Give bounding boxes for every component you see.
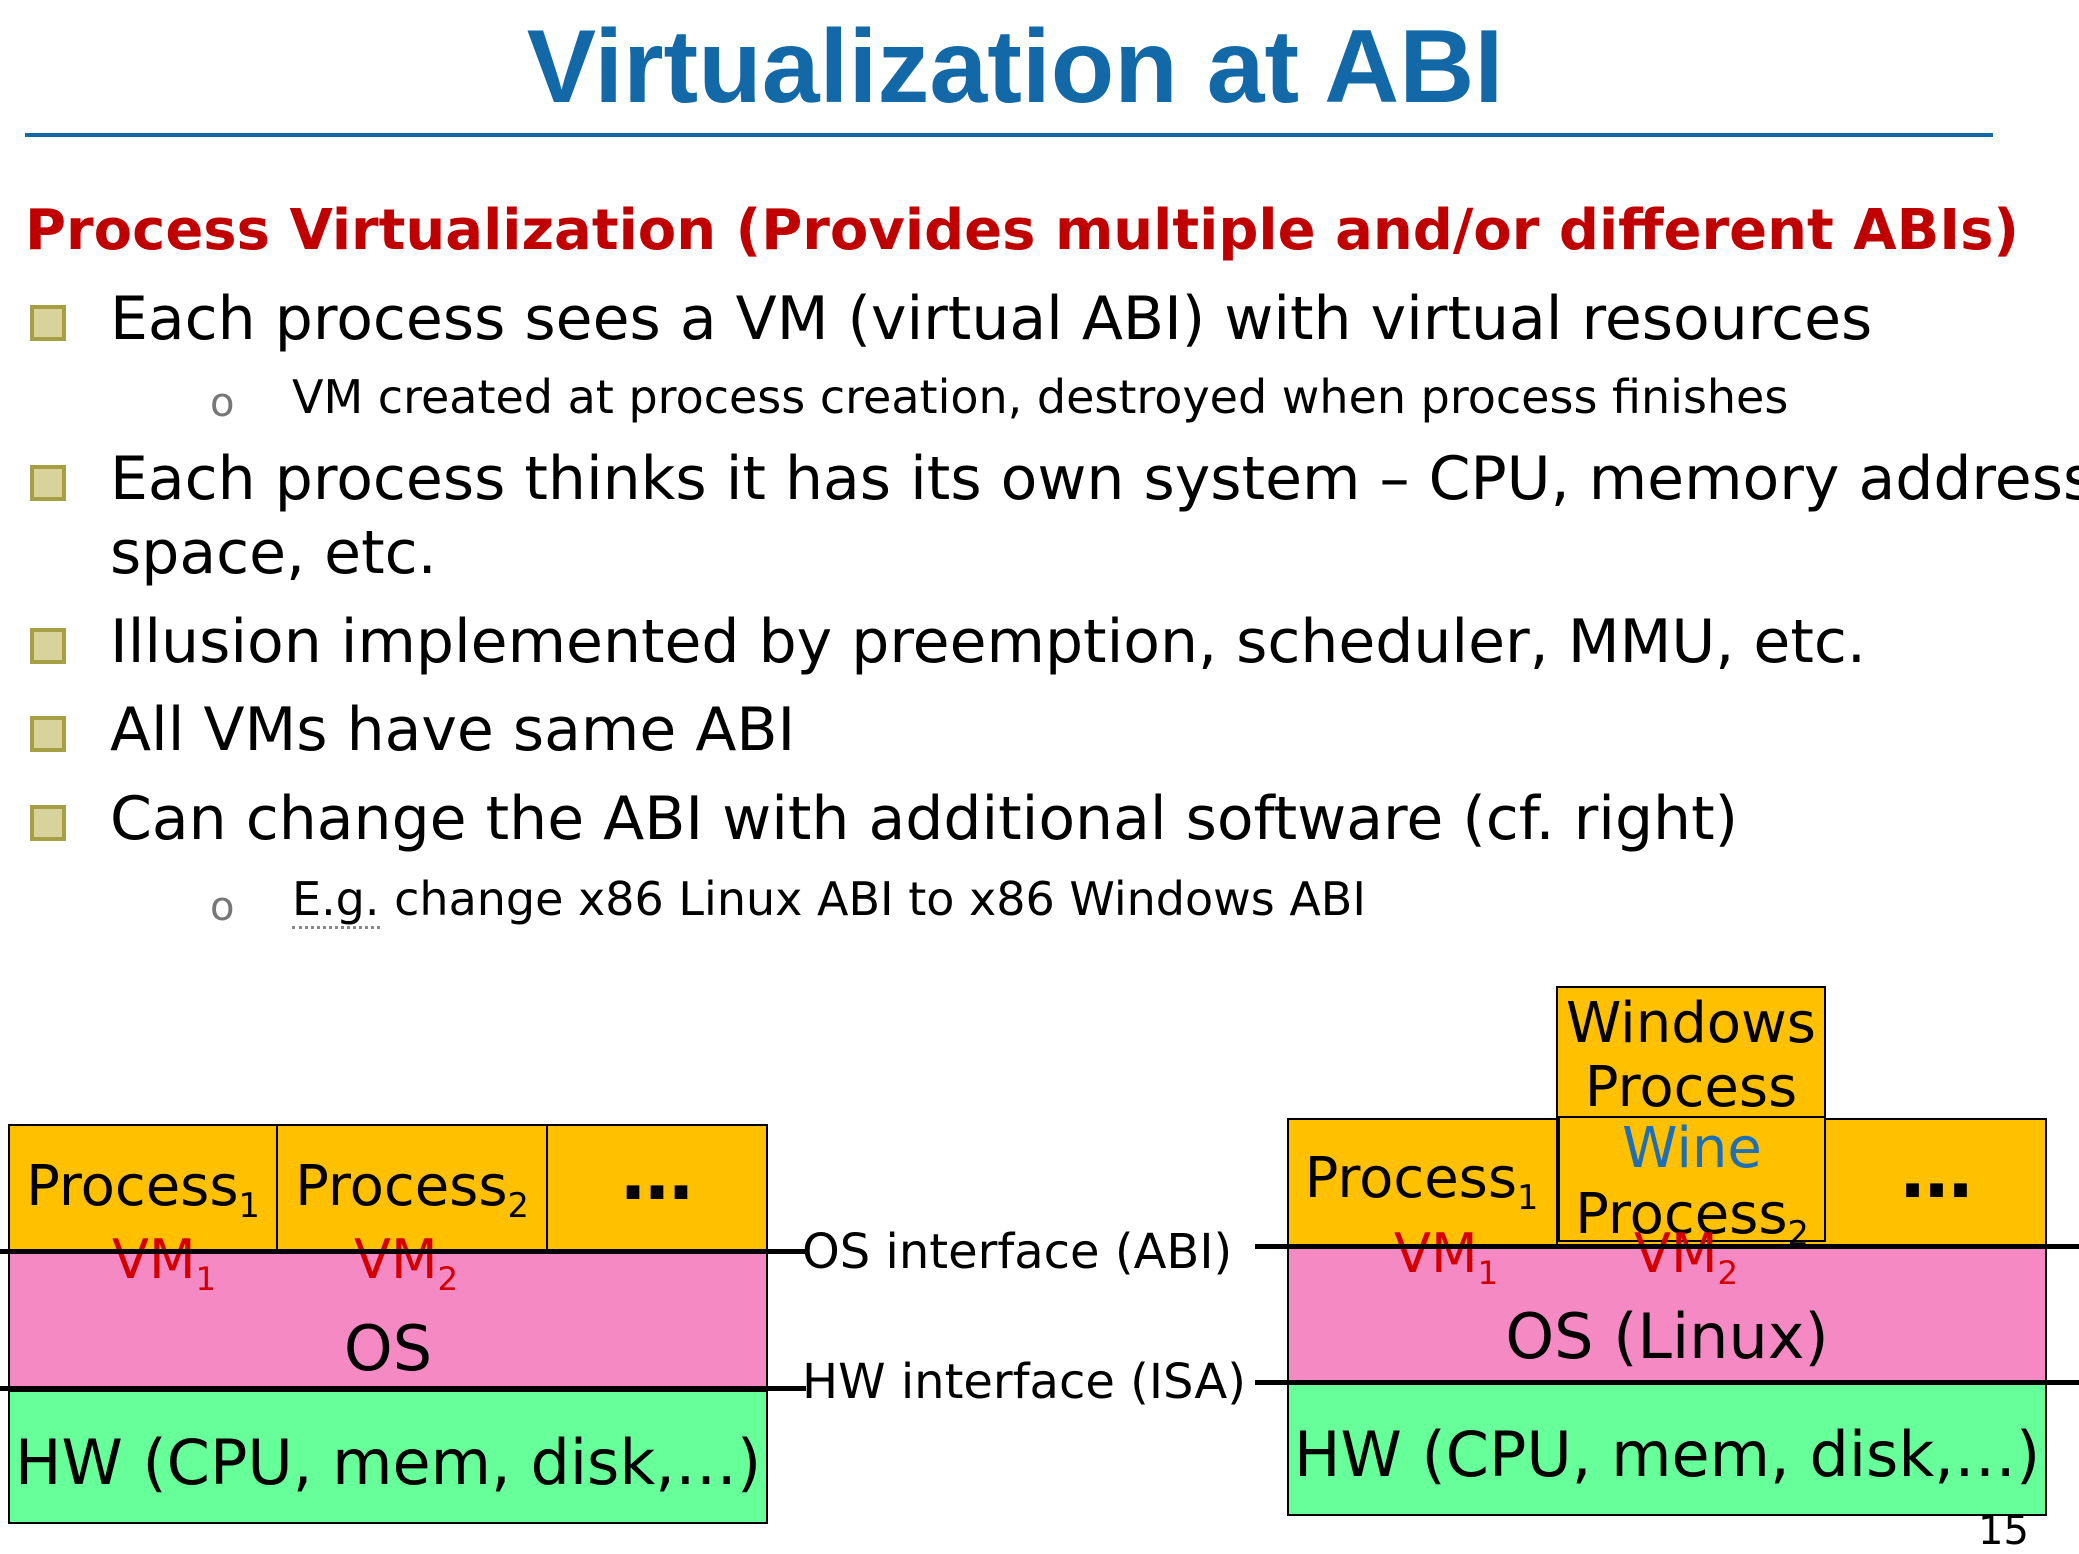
windows-process-box: Windows Process [1556, 986, 1826, 1120]
right-vm1-text: VM [1394, 1222, 1478, 1285]
left-process2-subscript: 2 [507, 1186, 529, 1226]
bullet-square-icon [30, 716, 66, 752]
left-process1-label: Process [26, 1154, 239, 1219]
sub-bullet-circle-icon: o [210, 884, 235, 930]
slide-title: Virtualization at ABI [526, 9, 1504, 125]
right-os-box: OS (Linux) [1287, 1246, 2047, 1384]
windows-process-line2: Process [1584, 1055, 1798, 1120]
title-underline [25, 133, 1993, 137]
left-process2-label: Process [295, 1154, 508, 1219]
bullet-text-1: Each process sees a VM (virtual ABI) wit… [110, 284, 1873, 354]
right-vm1-subscript: 1 [1477, 1253, 1499, 1292]
left-process1-subscript: 1 [238, 1186, 260, 1226]
os-interface-label: OS interface (ABI) [802, 1224, 1233, 1280]
sub-bullet-text-1: VM created at process creation, destroye… [292, 370, 1789, 424]
bullet-square-icon [30, 628, 66, 664]
page-number: 15 [1978, 1508, 2029, 1554]
right-process1-text: Process [1304, 1146, 1518, 1211]
right-process1-subscript: 1 [1517, 1178, 1539, 1218]
windows-process-line1: Windows [1566, 991, 1816, 1056]
bullet-text-2: Each process thinks it has its own syste… [110, 444, 2079, 514]
bullet-square-icon [30, 465, 66, 501]
right-vm2-subscript: 2 [1717, 1253, 1739, 1292]
left-vm2-subscript: 2 [437, 1259, 459, 1298]
bullet-text-2-continued: space, etc. [110, 518, 437, 588]
bullet-square-icon [30, 305, 66, 341]
right-hw-box: HW (CPU, mem, disk,…) [1287, 1382, 2047, 1516]
right-hw-label: HW (CPU, mem, disk,…) [1293, 1418, 2041, 1491]
left-hw-box: HW (CPU, mem, disk,…) [8, 1390, 768, 1524]
right-isa-line [1255, 1380, 2079, 1385]
right-os-label: OS (Linux) [1505, 1300, 1829, 1373]
right-process1-label: Process1 [1287, 1146, 1556, 1217]
sub-bullet-text-2: E.g. change x86 Linux ABI to x86 Windows… [292, 872, 1366, 929]
left-abi-line [0, 1249, 806, 1254]
bullet-text-5: Can change the ABI with additional softw… [110, 784, 1738, 854]
left-process1-box: Process1 [8, 1124, 278, 1254]
wine-process2-box: Wine Process2 [1558, 1116, 1826, 1253]
right-vm2-text: VM [1634, 1222, 1718, 1285]
sub-bullet-circle-icon: o [210, 380, 235, 426]
bullet-text-3: Illusion implemented by preemption, sche… [110, 607, 1866, 677]
left-hw-label: HW (CPU, mem, disk,…) [14, 1426, 762, 1499]
section-heading: Process Virtualization (Provides multipl… [25, 198, 2020, 263]
right-process2-subscript: 2 [1787, 1214, 1809, 1254]
hw-interface-label: HW interface (ISA) [802, 1354, 1246, 1410]
left-more-processes-box: … [546, 1124, 768, 1254]
left-vm1-subscript: 1 [195, 1259, 217, 1298]
bullet-text-4: All VMs have same ABI [110, 695, 796, 765]
left-isa-line [0, 1386, 806, 1391]
right-process-divider [1556, 1118, 1558, 1244]
left-os-label: OS [343, 1312, 433, 1385]
left-ellipsis: … [621, 1132, 693, 1216]
left-vm1-text: VM [112, 1228, 196, 1291]
wine-label: Wine [1622, 1116, 1762, 1181]
right-vm2-label: VM2 [1634, 1222, 1738, 1292]
right-ellipsis: … [1900, 1130, 1973, 1214]
left-vm1-label: VM1 [112, 1228, 216, 1298]
right-abi-line [1255, 1244, 2079, 1249]
left-vm2-label: VM2 [354, 1228, 458, 1298]
sub-bullet-text-2-body: change x86 Linux ABI to x86 Windows ABI [379, 872, 1366, 926]
eg-abbreviation: E.g. [292, 872, 380, 929]
right-vm1-label: VM1 [1394, 1222, 1498, 1292]
bullet-square-icon [30, 805, 66, 841]
left-vm2-text: VM [354, 1228, 438, 1291]
right-process2-label: Process [1575, 1182, 1788, 1247]
